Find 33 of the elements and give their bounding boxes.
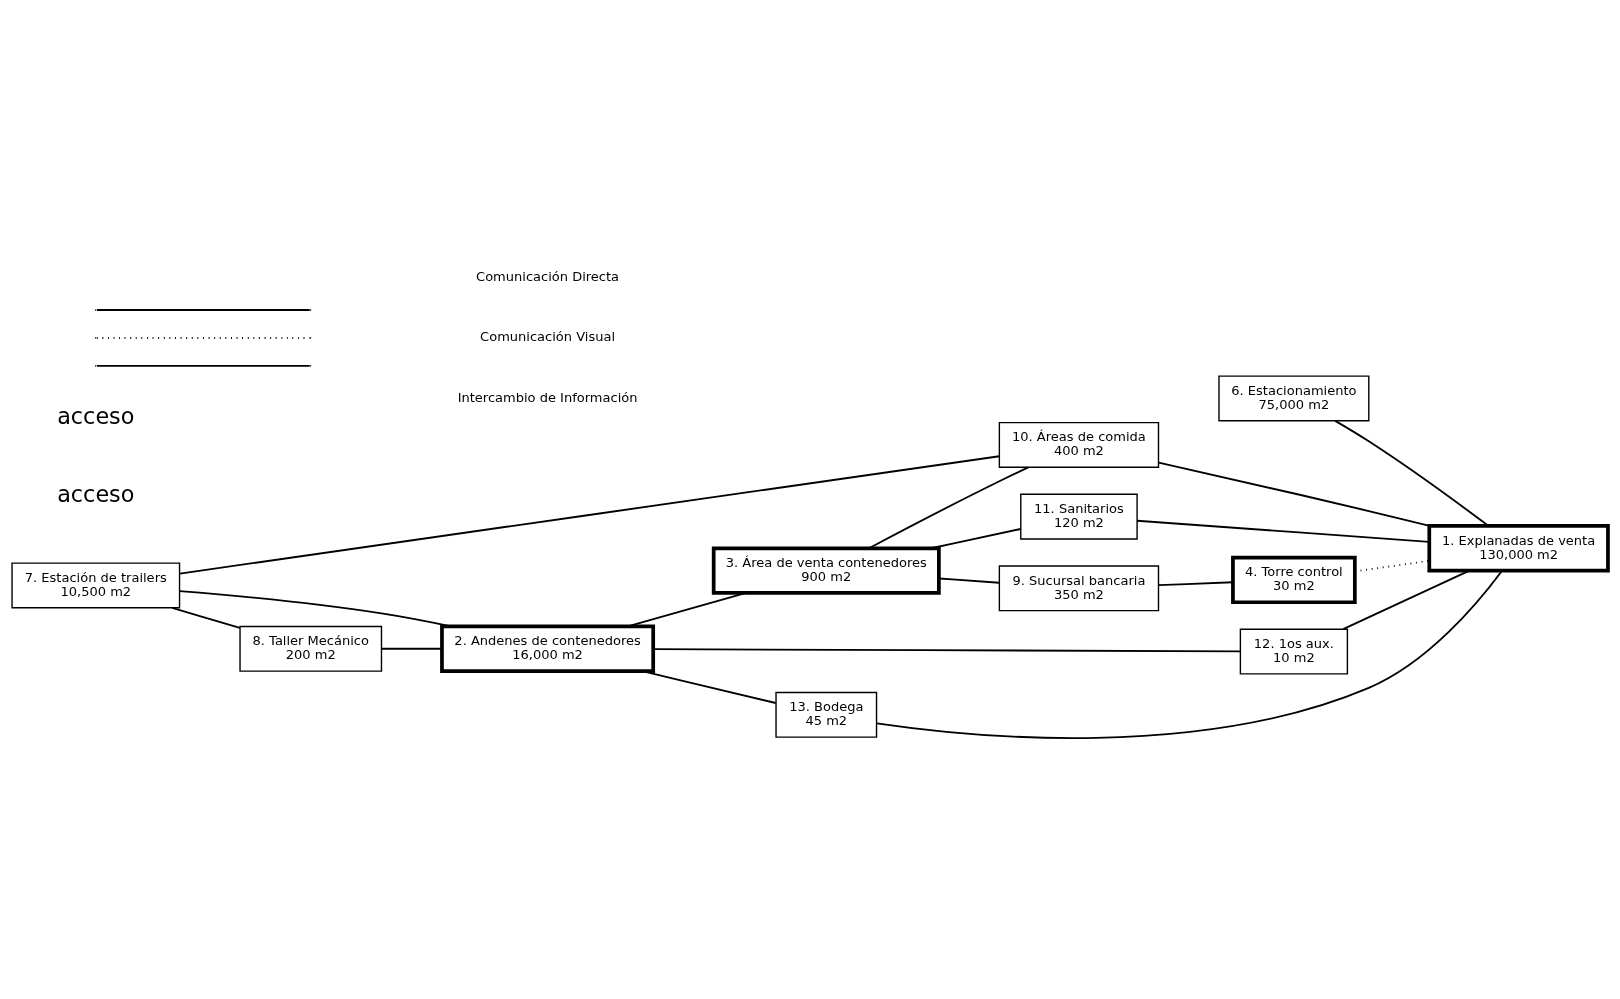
node-box: 10. Áreas de comida 400 m2: [998, 421, 1160, 468]
connector: [875, 569, 1503, 739]
node-box: 2. Andenes de contenedores 16,000 m2: [440, 624, 656, 673]
connector: [1342, 569, 1471, 631]
node-box: 9. Sucursal bancaria 350 m2: [998, 565, 1160, 612]
node-box: 8. Taller Mecánico 200 m2: [239, 625, 383, 672]
connector: [1136, 519, 1430, 543]
node-box: 1. Explanadas de venta 130,000 m2: [1427, 524, 1610, 573]
node-box: 13. Bodega 45 m2: [775, 691, 878, 738]
connector: [626, 592, 748, 628]
connector: [938, 577, 1000, 584]
node-box: 3. Área de venta contenedores 900 m2: [711, 546, 941, 595]
node-box: 7. Estación de trailers 10,500 m2: [11, 562, 181, 609]
connector: [171, 606, 241, 629]
connector: [1334, 419, 1490, 527]
label: acceso: [57, 402, 135, 429]
connector: [641, 670, 777, 704]
connector: [380, 647, 443, 650]
connector: [179, 455, 1001, 575]
legend-label: Intercambio de Información: [457, 389, 638, 405]
connector: [652, 648, 1242, 653]
connector: [930, 528, 1022, 550]
connector: [1157, 461, 1431, 527]
connector: [1157, 581, 1234, 587]
node-box: 6. Estacionamiento 75,000 m2: [1218, 375, 1370, 422]
legend-label: Comunicación Visual: [480, 329, 616, 345]
node-box: 4. Torre control 30 m2: [1231, 555, 1357, 605]
label: acceso: [57, 480, 135, 507]
connector: [178, 590, 452, 628]
node-box: 11. Sanitarios 120 m2: [1020, 493, 1138, 540]
node-box: 12. 1os aux. 10 m2: [1239, 628, 1349, 675]
connector: [868, 466, 1030, 550]
legend-label: Comunicación Directa: [476, 268, 620, 284]
